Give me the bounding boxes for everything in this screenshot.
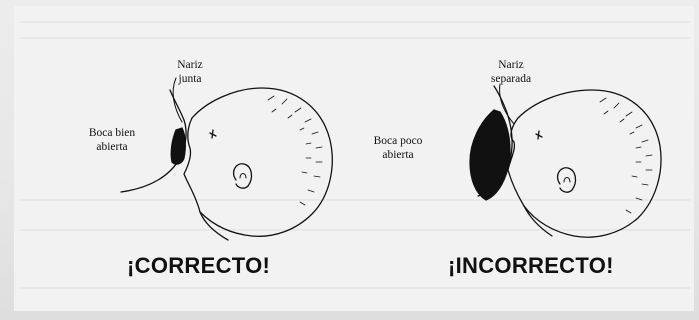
verdict-correct: ¡CORRECTO! — [127, 253, 270, 279]
baby-head-correct — [192, 88, 332, 236]
baby-hair-correct — [268, 96, 322, 205]
nose-label-correct: Nariz junta — [150, 58, 230, 86]
baby-eye-correct — [210, 130, 216, 138]
baby-ear-correct — [234, 164, 252, 188]
correct-illustration — [121, 78, 332, 240]
incorrect-illustration — [470, 84, 661, 237]
mouth-label-correct: Boca bien abierta — [72, 126, 152, 154]
areola-exposed-incorrect — [470, 110, 510, 200]
mouth-latch-correct — [171, 128, 185, 164]
baby-head-incorrect — [518, 90, 661, 237]
baby-face-incorrect — [508, 118, 524, 206]
baby-ear-incorrect — [558, 168, 576, 192]
baby-hair-incorrect — [600, 98, 652, 213]
scan-texture — [20, 22, 690, 288]
mouth-label-incorrect: Boca poco abierta — [358, 134, 438, 162]
nose-label-incorrect: Nariz separada — [471, 58, 551, 86]
baby-eye-incorrect — [536, 131, 542, 139]
verdict-incorrect: ¡INCORRECTO! — [448, 253, 614, 279]
